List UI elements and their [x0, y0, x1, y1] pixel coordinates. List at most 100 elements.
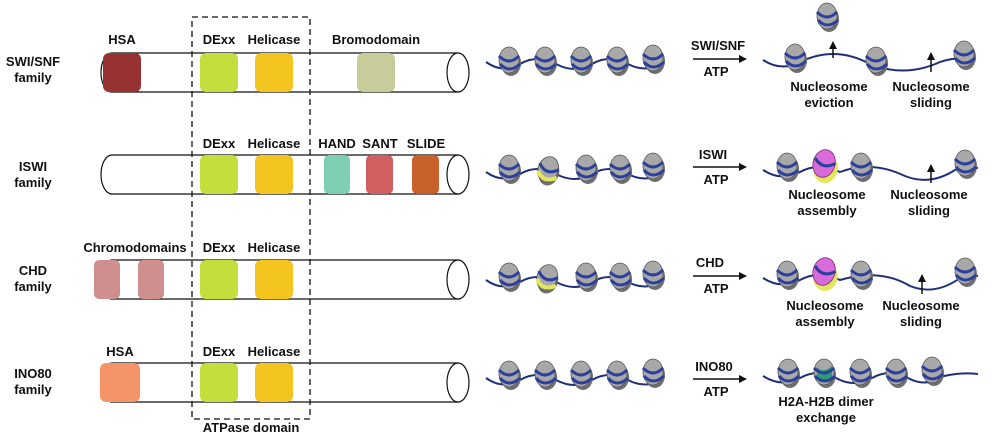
nucleosome: [775, 151, 801, 184]
assembled-nucleosome: [812, 149, 838, 183]
reaction-arrow-swisnf: SWI/SNF ATP: [691, 38, 747, 79]
nucleosome: [497, 45, 523, 78]
family-name: INO80: [14, 366, 52, 381]
domain-label-dexx: DExx: [203, 240, 236, 255]
nucleosome: [497, 359, 523, 392]
nucleosome-yellow-marked: [535, 264, 559, 294]
assembled-nucleosome: [812, 257, 838, 291]
family-label-swisnf: SWI/SNF family: [6, 54, 60, 85]
outcome-line2: assembly: [797, 203, 857, 218]
nucleosome-array-iswi-after: [762, 148, 979, 184]
reaction-arrow-iswi: ISWI ATP: [693, 147, 747, 187]
family-name: SWI/SNF: [6, 54, 60, 69]
evicted-nucleosome: [815, 1, 841, 34]
reaction-arrow-ino80: INO80 ATP: [693, 359, 747, 399]
atpase-domain-label: ATPase domain: [203, 420, 300, 435]
domain-label-helicase: Helicase: [248, 32, 301, 47]
outcome-line1: Nucleosome: [882, 298, 959, 313]
family-label-ino80: INO80 family: [14, 366, 52, 397]
domain-label-hand: HAND: [318, 136, 356, 151]
domain-dexx: [200, 260, 238, 299]
domain-label-bromodomain: Bromodomain: [332, 32, 420, 47]
domain-label-helicase: Helicase: [248, 344, 301, 359]
domain-label-dexx: DExx: [203, 32, 236, 47]
remodeler-label: ISWI: [699, 147, 727, 162]
nucleosome-array-chd-after: [762, 256, 979, 294]
atp-label: ATP: [703, 281, 728, 296]
family-name: CHD: [19, 263, 47, 278]
nucleosome: [569, 45, 595, 78]
domain-label-chromodomains: Chromodomains: [83, 240, 186, 255]
nucleosome: [953, 148, 979, 181]
protein-bar-iswi: [100, 154, 470, 195]
nucleosome-array-ino80-after: [762, 355, 979, 390]
nucleosome-array-swisnf-after: [762, 1, 978, 78]
domain-hsa: [103, 53, 141, 92]
domain-hand: [324, 155, 350, 194]
domain-label-sant: SANT: [362, 136, 397, 151]
domain-dexx: [200, 53, 238, 92]
domain-label-hsa: HSA: [106, 344, 134, 359]
domain-helicase: [255, 363, 293, 402]
domain-helicase: [255, 53, 293, 92]
domain-helicase: [255, 260, 293, 299]
family-word: family: [14, 382, 52, 397]
outcome-line1: H2A-H2B dimer: [778, 394, 873, 409]
dimer-exchanged-nucleosome: [812, 358, 837, 388]
nucleosome: [605, 359, 631, 392]
outcome-line1: Nucleosome: [790, 79, 867, 94]
domain-label-slide: SLIDE: [407, 136, 446, 151]
domain-chromodomain-1: [94, 260, 120, 299]
nucleosome-array-swisnf-before: [485, 43, 667, 78]
outcome-line1: Nucleosome: [786, 298, 863, 313]
nucleosome: [497, 261, 523, 294]
family-word: family: [14, 70, 52, 85]
nucleosome-yellow-marked: [536, 156, 560, 186]
nucleosome: [953, 256, 979, 289]
reaction-arrow-chd: CHD ATP: [693, 255, 747, 296]
nucleosome: [775, 259, 801, 292]
nucleosome: [864, 45, 890, 78]
nucleosome: [849, 259, 875, 292]
domain-label-helicase: Helicase: [248, 136, 301, 151]
nucleosome: [608, 261, 634, 294]
domain-dexx: [200, 363, 238, 402]
outcome-line2: eviction: [804, 95, 853, 110]
domain-label-helicase: Helicase: [248, 240, 301, 255]
atp-label: ATP: [703, 172, 728, 187]
atp-label: ATP: [703, 64, 728, 79]
domain-sant: [366, 155, 393, 194]
remodeler-label: SWI/SNF: [691, 38, 745, 53]
nucleosome: [849, 151, 875, 184]
nucleosome: [533, 45, 559, 78]
protein-bar-swisnf: [100, 52, 470, 93]
outcome-line1: Nucleosome: [788, 187, 865, 202]
family-label-chd: CHD family: [14, 263, 52, 294]
outcome-line2: exchange: [796, 410, 856, 425]
outcome-line1: Nucleosome: [890, 187, 967, 202]
domain-bromodomain: [357, 53, 395, 92]
nucleosome: [776, 357, 802, 390]
atp-label: ATP: [703, 384, 728, 399]
nucleosome-array-chd-before: [485, 259, 667, 294]
nucleosome: [884, 357, 910, 390]
domain-chromodomain-2: [138, 260, 164, 299]
nucleosome-array-ino80-before: [485, 357, 667, 392]
nucleosome: [608, 153, 634, 186]
family-word: family: [14, 279, 52, 294]
nucleosome: [533, 359, 559, 392]
domain-label-dexx: DExx: [203, 344, 236, 359]
domain-helicase: [255, 155, 293, 194]
outcome-line2: sliding: [900, 314, 942, 329]
remodeler-label: CHD: [696, 255, 724, 270]
domain-hsa: [100, 363, 140, 402]
domain-label-dexx: DExx: [203, 136, 236, 151]
outcome-line2: assembly: [795, 314, 855, 329]
family-word: family: [14, 175, 52, 190]
nucleosome-array-iswi-before: [485, 151, 667, 186]
protein-bar-chd: [94, 259, 470, 300]
family-name: ISWI: [19, 159, 47, 174]
outcome-line2: sliding: [908, 203, 950, 218]
nucleosome: [497, 153, 523, 186]
domain-slide: [412, 155, 439, 194]
